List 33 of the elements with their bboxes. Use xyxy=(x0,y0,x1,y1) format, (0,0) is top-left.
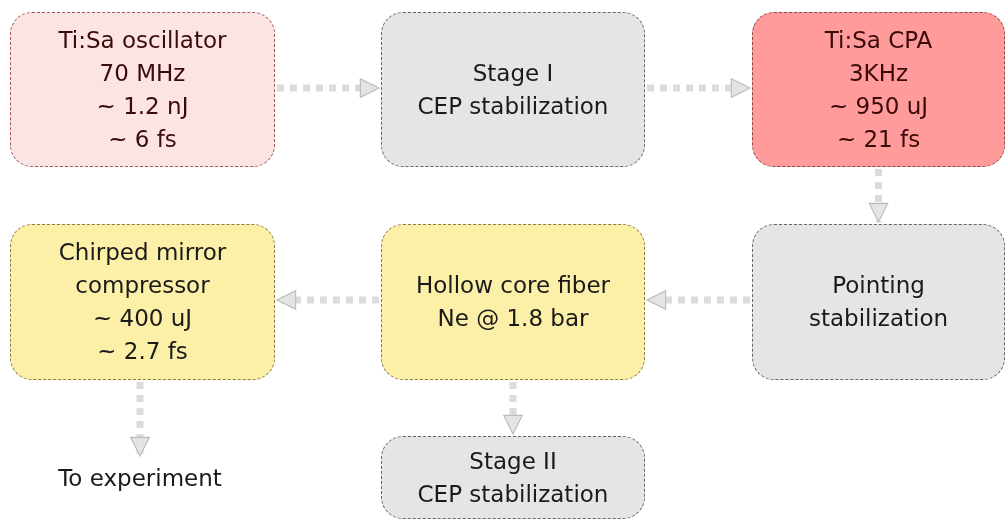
process-box xyxy=(752,224,1005,380)
arrow xyxy=(130,382,150,457)
process-box xyxy=(381,436,645,519)
box-text: ~ 950 uJ xyxy=(828,91,929,121)
box-text: ~ 6 fs xyxy=(108,124,177,154)
box-text: Stage II xyxy=(469,446,557,476)
process-box xyxy=(381,12,645,167)
arrow xyxy=(276,290,379,310)
box-text: CEP stabilization xyxy=(417,479,609,509)
box-text: 3KHz xyxy=(848,58,909,88)
process-box xyxy=(10,12,275,167)
arrow xyxy=(647,78,751,98)
box-text: Pointing stabilization xyxy=(807,271,950,333)
output-label: To experiment xyxy=(58,463,222,493)
box-text: Hollow core fiber xyxy=(415,271,611,300)
box-text: ~ 400 uJ xyxy=(92,304,193,333)
arrow xyxy=(646,290,750,310)
box-text: Chirped mirror compressor xyxy=(57,238,228,300)
box-text: Ti:Sa CPA xyxy=(824,25,933,55)
box-text: Ne @ 1.8 bar xyxy=(437,304,589,333)
process-box xyxy=(381,224,645,380)
process-box xyxy=(10,224,275,380)
box-text: ~ 2.7 fs xyxy=(97,337,188,366)
box-text: Ti:Sa oscillator xyxy=(58,25,227,55)
arrow xyxy=(503,382,523,435)
box-text: ~ 1.2 nJ xyxy=(96,91,189,121)
arrow xyxy=(277,78,380,98)
box-text: Stage I xyxy=(472,58,554,88)
arrow xyxy=(868,169,889,223)
box-text: 70 MHz xyxy=(99,58,186,88)
box-text: CEP stabilization xyxy=(417,91,609,121)
box-text: ~ 21 fs xyxy=(836,124,921,154)
process-box xyxy=(752,12,1005,167)
